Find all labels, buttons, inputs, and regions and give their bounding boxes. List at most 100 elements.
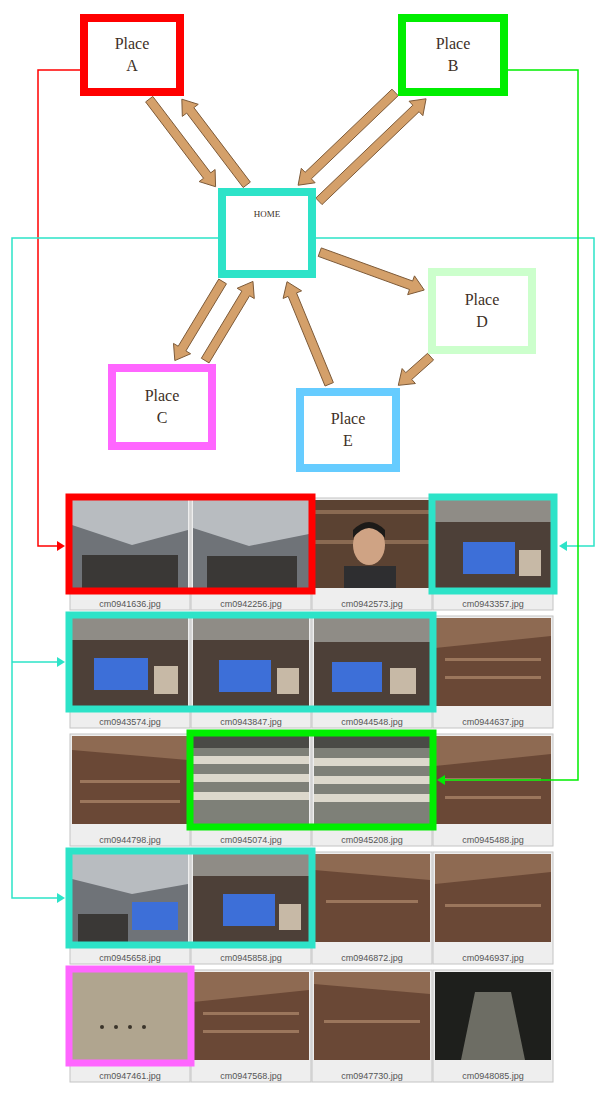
photo-thumbnail [433,970,553,1082]
photo-thumbnail [332,662,382,692]
photo-thumbnail [72,500,188,545]
photo-thumbnail [314,776,430,784]
file-name: cm0947730.jpg [314,1071,430,1081]
file-name: cm0947568.jpg [193,1071,309,1081]
photo-thumbnail [78,914,128,942]
photo-thumbnail [312,970,432,1082]
photo-thumbnail [433,852,553,964]
photo-thumbnail [219,660,271,692]
home-box: HOME [218,188,316,278]
file-name: cm0944798.jpg [72,835,188,845]
photo-thumbnail [435,500,551,588]
photo-thumbnail [193,854,309,942]
file-name: cm0945074.jpg [193,835,309,845]
place-a-leader [38,70,80,546]
photo-thumbnail [433,852,553,964]
photo-thumbnail [344,566,396,588]
photo-thumbnail [72,736,188,760]
photo-thumbnail [435,618,551,706]
photo-thumbnail [114,1025,118,1029]
photo-thumbnail [519,550,541,576]
file-name: cm0945208.jpg [314,835,430,845]
leader-arrowhead [559,541,567,551]
photo-thumbnail [314,854,430,942]
place-name: Place E [326,408,371,451]
photo-thumbnail [72,972,188,1060]
photo-thumbnail [445,904,541,907]
photo-thumbnail [128,1025,132,1029]
photo-thumbnail [314,972,430,994]
file-name: cm0948085.jpg [435,1071,551,1081]
photo-thumbnail [72,618,188,706]
place-c-frame [69,969,191,1063]
photo-thumbnail [445,796,541,799]
place-box: Place D [428,268,536,354]
photo-thumbnail [193,618,309,640]
photo-thumbnail [390,668,416,694]
flow-arrow [201,281,254,362]
home-frame [69,851,312,945]
file-name: cm0946872.jpg [314,953,430,963]
file-name: cm0945658.jpg [72,953,188,963]
flow-arrow [298,89,398,185]
place-name: Place B [431,33,476,76]
photo-thumbnail [279,904,301,930]
photo-thumbnail [193,774,309,782]
photo-thumbnail [433,970,553,1082]
photo-thumbnail [314,972,430,1060]
photo-thumbnail [435,618,551,648]
place-name: Place A [110,33,155,76]
file-name: cm0943574.jpg [72,717,188,727]
flow-arrow [398,353,433,385]
file-name: cm0945488.jpg [435,835,551,845]
home-frame [69,615,433,709]
photo-thumbnail [193,756,309,764]
leader-arrowhead [57,893,65,903]
photo-thumbnail [72,736,188,824]
photo-grid [70,498,553,1082]
flow-arrow [146,96,216,186]
photo-thumbnail [72,854,188,942]
photo-thumbnail [353,522,385,538]
photo-thumbnail [326,900,418,903]
photo-thumbnail [314,500,430,588]
photo-thumbnail [445,676,541,679]
place-box: Place B [398,14,508,96]
place-b-leader [444,70,578,780]
photo-thumbnail [314,736,430,824]
photo-thumbnail [314,736,430,748]
file-name: cm0945858.jpg [193,953,309,963]
photo-thumbnail [193,618,309,706]
photo-thumbnail [312,852,432,964]
photo-thumbnail [433,616,553,728]
photo-thumbnail [314,794,430,802]
file-name: cm0942256.jpg [193,599,309,609]
place-name: Place D [460,289,505,332]
photo-thumbnail [314,854,430,880]
photo-thumbnail [435,854,551,884]
photo-thumbnail [193,854,309,876]
photo-thumbnail [80,780,180,783]
photo-thumbnail [312,970,432,1082]
photo-thumbnail [72,500,188,588]
photo-thumbnail [142,1025,146,1029]
photo-thumbnail [324,1020,420,1023]
flow-arrow [283,282,333,386]
file-name: cm0942573.jpg [314,599,430,609]
photo-thumbnail [193,736,309,824]
photo-thumbnail [70,734,190,846]
photo-thumbnail [314,618,430,642]
leader-arrowhead [437,775,445,785]
photo-thumbnail [193,736,309,748]
file-name: cm0943847.jpg [193,717,309,727]
home-frame [432,497,554,591]
photo-thumbnail [433,498,553,610]
file-name: cm0944548.jpg [314,717,430,727]
photo-thumbnail [312,852,432,964]
photo-thumbnail [70,970,190,1082]
photo-thumbnail [445,658,541,661]
photo-thumbnail [203,1030,299,1033]
photo-thumbnail [191,970,311,1082]
leader-lines [12,70,594,903]
